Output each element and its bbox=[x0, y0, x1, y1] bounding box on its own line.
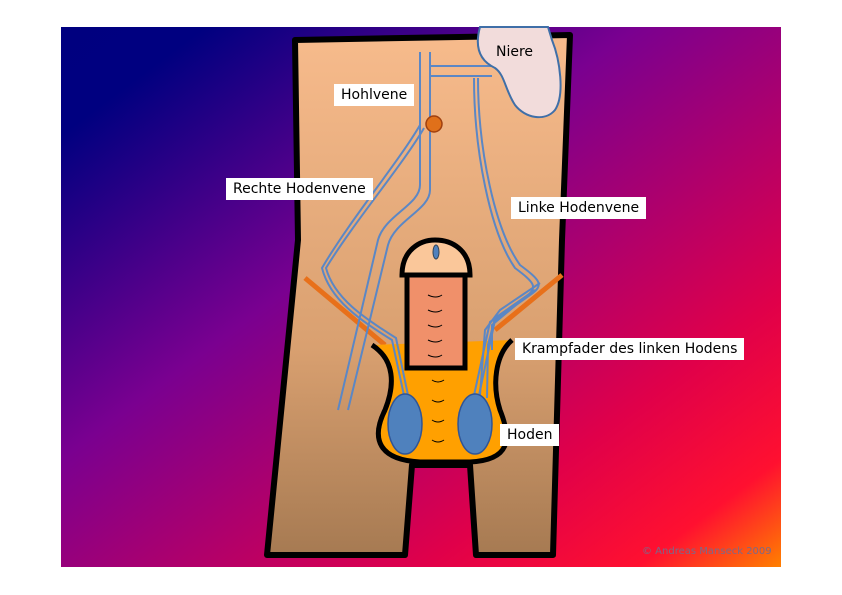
veins bbox=[320, 52, 541, 411]
right-testicular-vein bbox=[320, 124, 421, 401]
renal-vein bbox=[430, 65, 492, 77]
right-testis bbox=[387, 393, 423, 455]
label-hoden: Hoden bbox=[500, 424, 560, 446]
groin-lines bbox=[303, 273, 564, 347]
left-testis bbox=[457, 393, 493, 455]
label-rechte-hodenvene: Rechte Hodenvene bbox=[226, 178, 373, 200]
vena-cava bbox=[337, 52, 421, 411]
label-linke-hodenvene: Linke Hodenvene bbox=[511, 197, 647, 219]
varicocele bbox=[479, 282, 541, 399]
kidney bbox=[476, 26, 562, 119]
copyright-text: © Andreas Manseck 2009 bbox=[642, 546, 772, 557]
skin-folds bbox=[427, 294, 445, 443]
label-krampfader: Krampfader des linken Hodens bbox=[515, 338, 745, 360]
label-hohlvene: Hohlvene bbox=[334, 84, 415, 106]
label-niere: Niere bbox=[496, 44, 534, 60]
urethra-opening bbox=[432, 244, 440, 260]
left-testicular-vein bbox=[477, 77, 540, 401]
penis-shaft bbox=[404, 269, 468, 371]
valve-marker bbox=[425, 115, 443, 133]
